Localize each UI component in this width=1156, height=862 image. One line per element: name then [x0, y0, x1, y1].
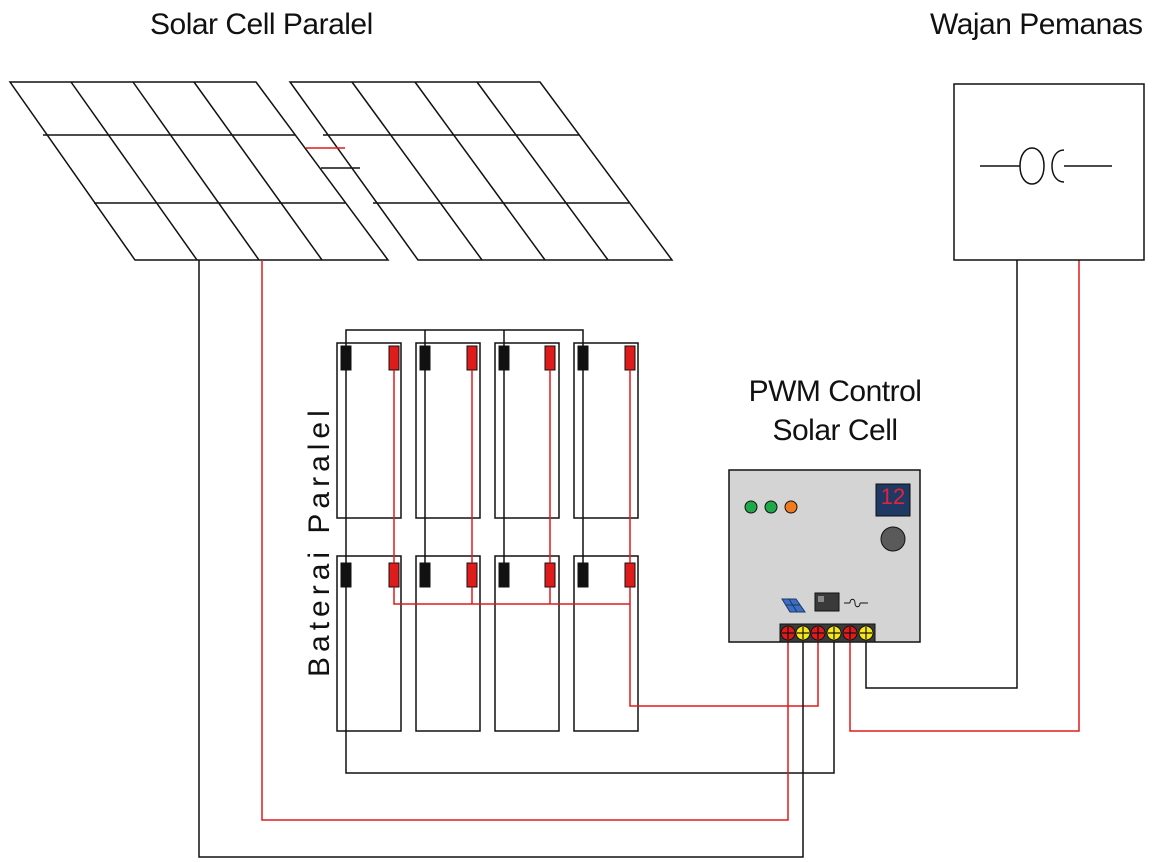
pwm-controller: [728, 469, 921, 643]
control-knob: [880, 526, 906, 552]
heater-wires: [849, 260, 1080, 732]
solar-wires: [198, 260, 804, 858]
heater-box: [953, 83, 1145, 261]
solar-cell-label: Solar Cell Paralel: [150, 8, 373, 41]
battery-label: Baterai Paralel: [303, 405, 336, 677]
battery-bank: [336, 342, 639, 732]
pwm-label-line1: PWM Control: [748, 375, 922, 408]
indicator-led-1: [744, 500, 758, 514]
indicator-led-2: [764, 500, 778, 514]
heater-label: Wajan Pemanas: [930, 8, 1143, 41]
battery-positive-bus: [393, 370, 819, 707]
pwm-controller-label: PWM Control Solar Cell: [740, 372, 930, 450]
controller-terminals: [779, 623, 876, 643]
battery-icon: [814, 592, 840, 612]
pwm-label-line2: Solar Cell: [772, 414, 898, 447]
solar-panel-icon: [781, 598, 806, 613]
solar-panel-right: [288, 81, 674, 261]
indicator-led-3: [784, 500, 798, 514]
solar-panel-left: [8, 81, 390, 261]
voltage-display: [875, 483, 911, 517]
battery-negative-bus: [345, 329, 835, 774]
heater-load-icon: [844, 598, 868, 608]
panel-link-wires: [306, 147, 360, 169]
heater-symbol-icon: [980, 147, 1112, 185]
display-value: 12: [880, 484, 906, 509]
